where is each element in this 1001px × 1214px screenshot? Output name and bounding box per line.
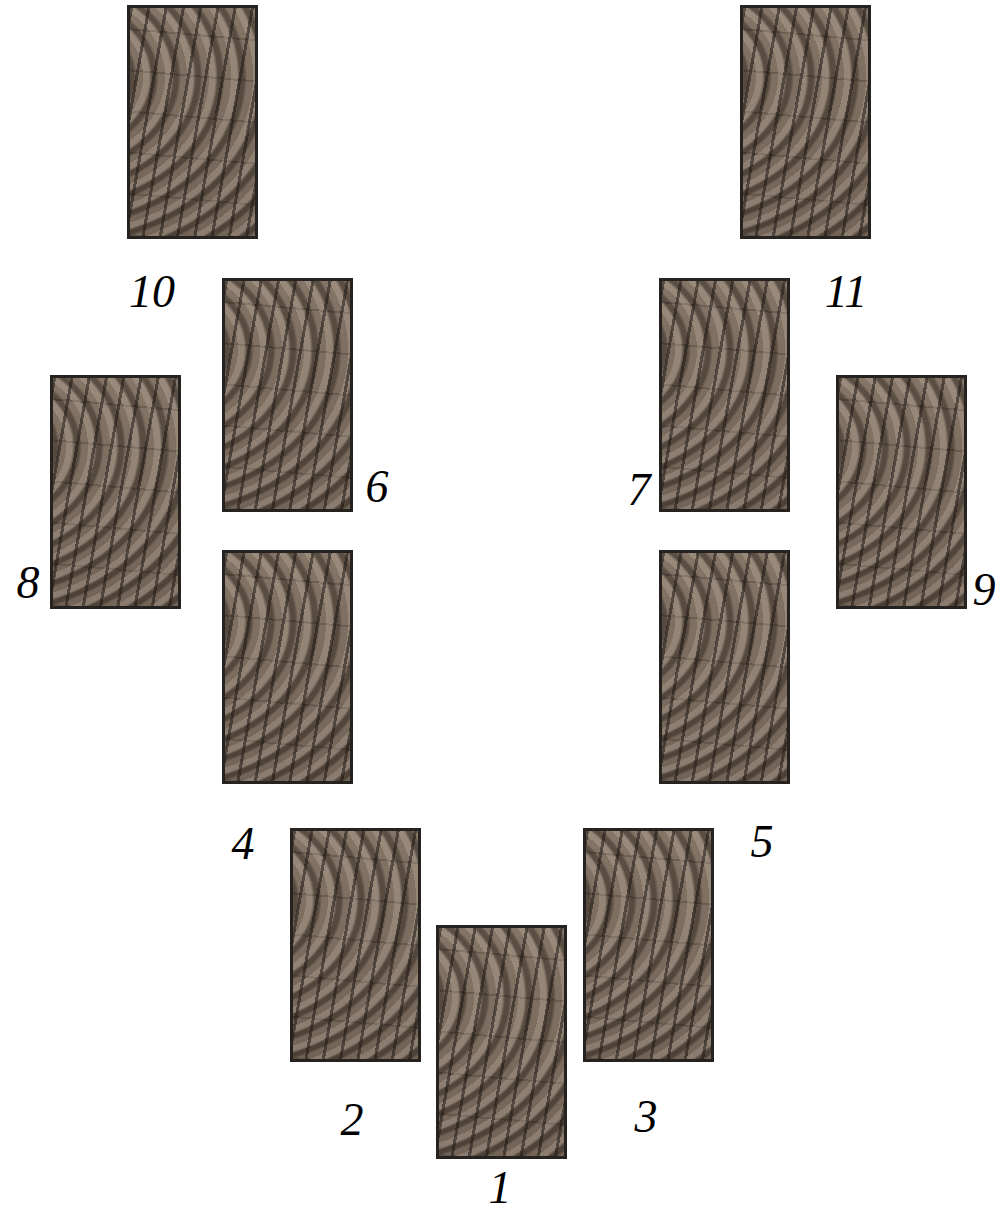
tarot-card: 10 (127, 5, 258, 239)
position-number: 5 (751, 819, 774, 865)
position-number: 10 (129, 269, 175, 315)
tarot-card: 3 (583, 828, 714, 1062)
tarot-card: 5 (659, 550, 790, 784)
tarot-card: 7 (659, 278, 790, 512)
tarot-card: 2 (290, 828, 421, 1062)
position-number: 6 (366, 464, 389, 510)
position-number: 7 (628, 467, 651, 513)
position-number: 9 (973, 567, 996, 613)
tarot-card: 11 (740, 5, 871, 239)
position-number: 3 (635, 1094, 658, 1140)
position-number: 2 (341, 1097, 364, 1143)
tarot-card: 6 (222, 278, 353, 512)
position-number: 8 (17, 560, 40, 606)
position-number: 4 (232, 821, 255, 867)
position-number: 1 (489, 1165, 512, 1211)
position-number: 11 (825, 269, 868, 315)
tarot-card: 4 (222, 550, 353, 784)
tarot-card: 8 (50, 375, 181, 609)
tarot-card: 1 (436, 925, 567, 1159)
tarot-card: 9 (836, 375, 967, 609)
